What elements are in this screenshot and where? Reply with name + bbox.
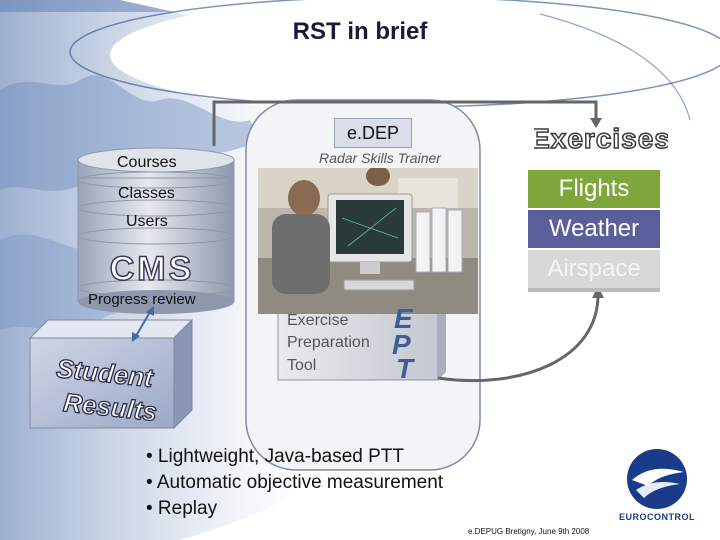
stack-flights: Flights — [528, 170, 660, 208]
student-results-line2: Results — [62, 387, 159, 426]
student-results-label: Student Results — [54, 352, 159, 426]
white-swoosh — [120, 0, 720, 540]
ept-letter-t: T — [396, 353, 414, 384]
trainer-photo-illustration — [258, 168, 478, 314]
ept-letter-e: E — [394, 303, 413, 334]
trainer-photo — [258, 168, 478, 314]
cms-users: Users — [126, 213, 168, 230]
bullet-item: • Automatic objective measurement — [146, 472, 444, 493]
bullet-item: • Lightweight, Java-based PTT — [146, 446, 405, 467]
cms-heading: CMS — [109, 249, 195, 286]
connector-ept-stack — [437, 291, 600, 383]
ept-letter-p: P — [392, 329, 411, 360]
bullet-item: • Replay — [146, 498, 218, 519]
ept-line-tool: Tool — [287, 357, 317, 374]
bullet-list: • Lightweight, Java-based PTT • Automati… — [146, 444, 443, 522]
exercises-heading-text: Exercises — [534, 123, 668, 154]
edep-label: e.DEP — [334, 118, 412, 148]
radar-skills-trainer-label: Radar Skills Trainer — [319, 150, 441, 166]
stack-weather: Weather — [528, 210, 660, 248]
cms-courses: Courses — [117, 154, 177, 171]
connector-top — [212, 100, 598, 146]
map-shapes — [0, 75, 260, 191]
slide-title: RST in brief — [292, 18, 428, 45]
cms-progress-review: Progress review — [88, 291, 196, 308]
slide-footer: e.DEPUG Bretigny, June 9th 2008 — [468, 527, 590, 536]
eurocontrol-logo-icon — [627, 449, 687, 509]
cms-heading-text: CMS — [110, 250, 195, 286]
eurocontrol-logo-text: EUROCONTROL — [619, 512, 695, 522]
ept-line-exercise: Exercise — [287, 312, 349, 329]
stack-airspace: Airspace — [528, 250, 660, 288]
student-results-box — [29, 337, 175, 429]
cms-classes: Classes — [118, 185, 175, 202]
exercises-heading: Exercises — [534, 122, 668, 155]
ept-line-preparation: Preparation — [287, 334, 370, 351]
